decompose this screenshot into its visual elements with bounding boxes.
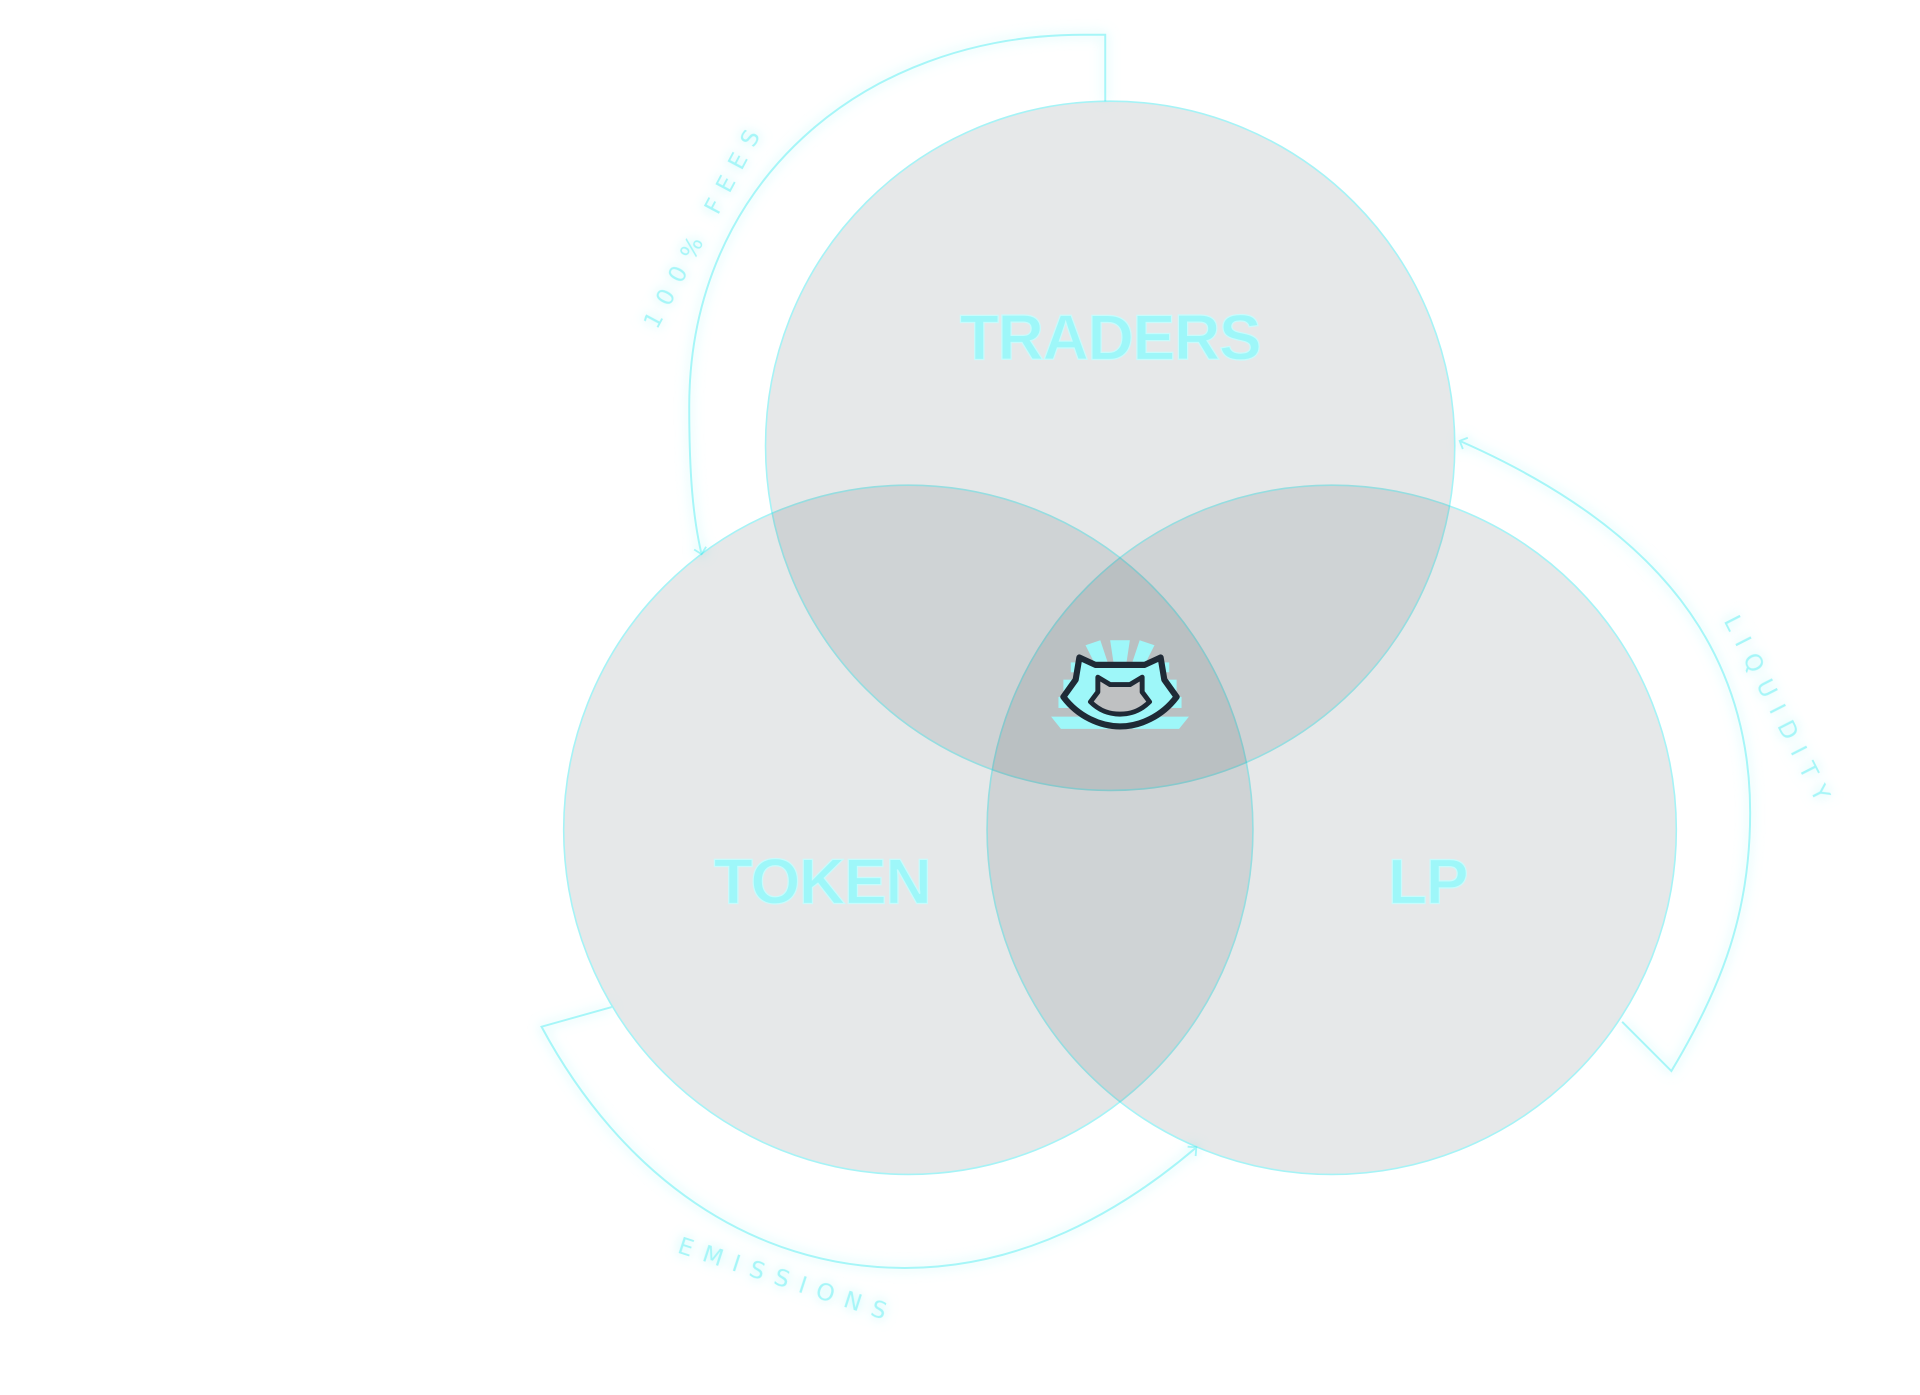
token-label: TOKEN [714, 846, 931, 918]
liquidity-flow-arrow [1458, 436, 1752, 1073]
fees-flow-arrow [688, 33, 1107, 556]
emissions-flow-arrow [540, 1006, 1198, 1269]
cat-shield-logo-icon [1051, 640, 1189, 730]
lp-circle [986, 484, 1678, 1176]
traders-label: TRADERS [960, 302, 1261, 374]
flow-arrows [540, 33, 1752, 1269]
emissions-flow-label: EMISSIONS [675, 1231, 901, 1328]
circles [562, 100, 1678, 1176]
lp-label: LP [1388, 846, 1467, 918]
